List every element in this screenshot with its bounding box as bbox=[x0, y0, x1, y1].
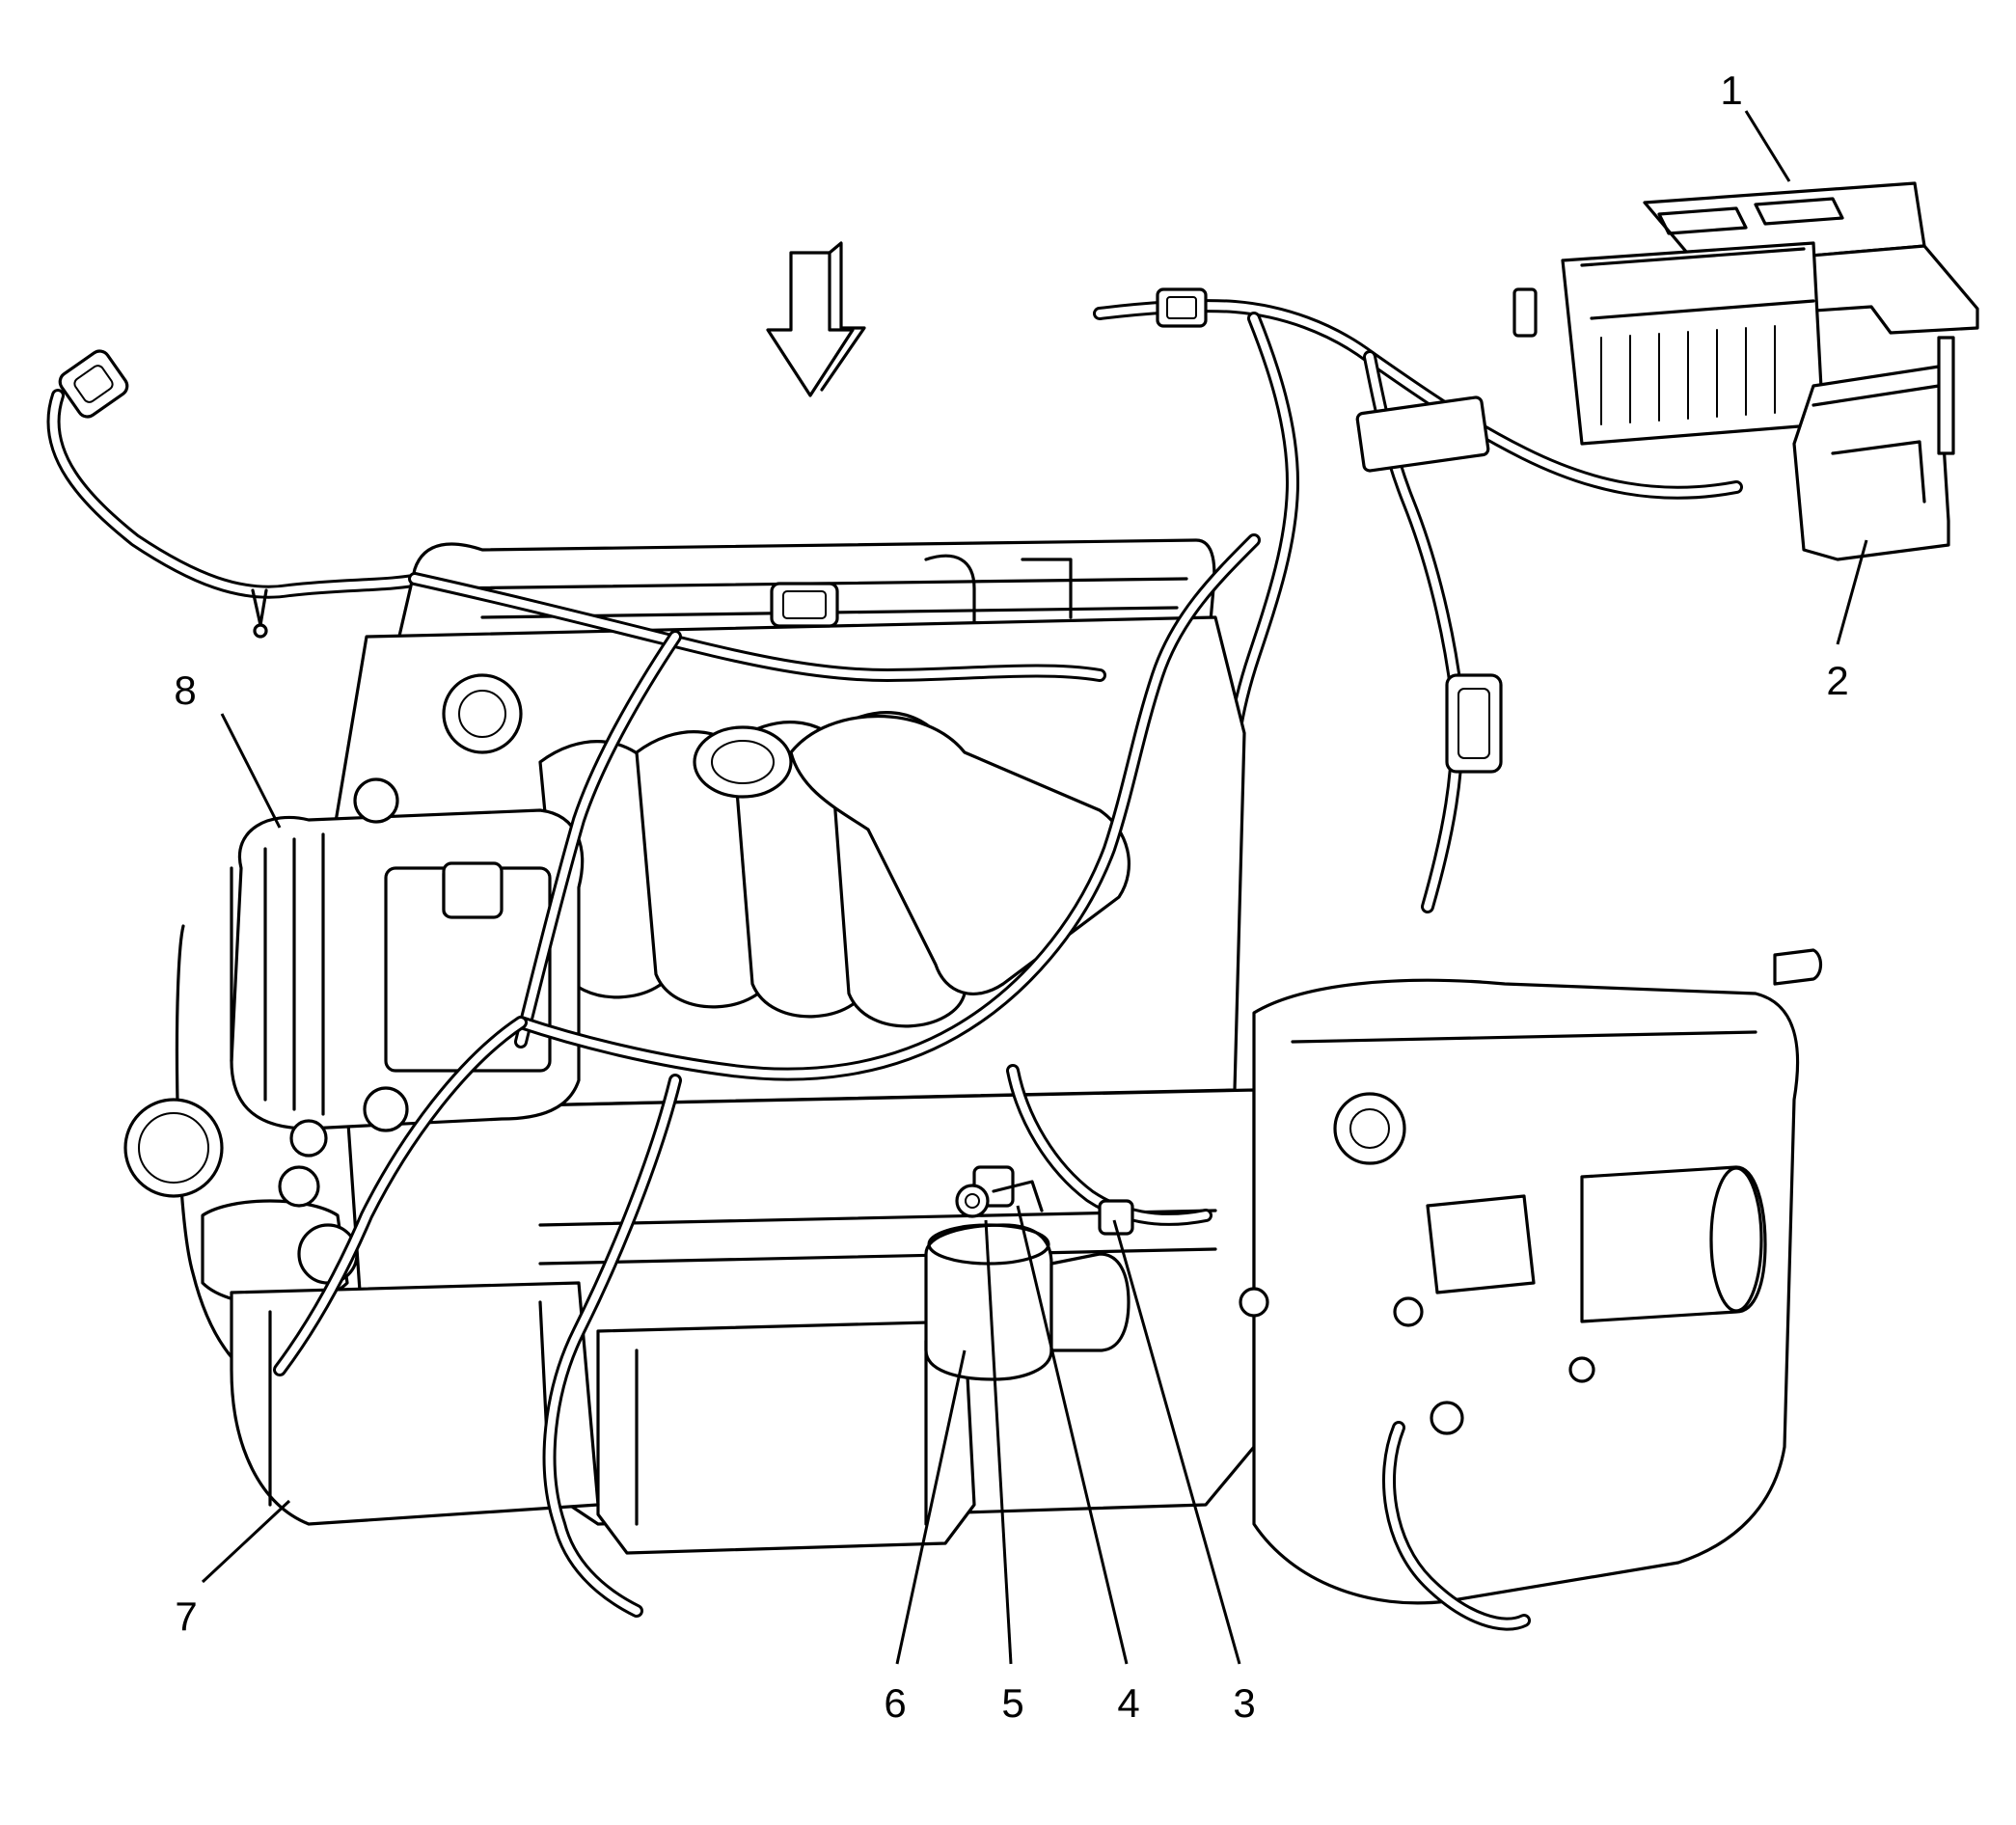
callout-3: 3 bbox=[1233, 1680, 1255, 1726]
leader-1 bbox=[1744, 110, 1791, 182]
callout-labels: 1 2 3 4 5 6 7 8 bbox=[174, 68, 1848, 1726]
starter-area bbox=[924, 1180, 1131, 1381]
accessory-drive bbox=[123, 924, 600, 1526]
leader-7 bbox=[201, 1499, 291, 1584]
leader-5 bbox=[984, 1219, 1013, 1665]
down-arrow-icon bbox=[766, 241, 866, 397]
leader-4 bbox=[1016, 1205, 1129, 1665]
callout-6: 6 bbox=[884, 1680, 906, 1726]
callout-5: 5 bbox=[1001, 1680, 1023, 1726]
leader-6 bbox=[895, 1349, 967, 1665]
callout-2: 2 bbox=[1826, 658, 1848, 703]
leader-3 bbox=[1112, 1219, 1241, 1665]
callout-7: 7 bbox=[175, 1593, 197, 1639]
leader-2 bbox=[1836, 539, 1868, 645]
leader-8 bbox=[220, 713, 282, 829]
generator bbox=[230, 777, 585, 1158]
control-module bbox=[1512, 181, 1979, 446]
transmission bbox=[1239, 948, 1823, 1631]
callout-leaders bbox=[201, 110, 1868, 1665]
left-harness-connector bbox=[46, 349, 431, 639]
callout-8: 8 bbox=[174, 667, 196, 713]
callout-4: 4 bbox=[1117, 1680, 1139, 1726]
engine-harness bbox=[273, 533, 1261, 1618]
module-bracket bbox=[1792, 336, 1955, 561]
callout-1: 1 bbox=[1720, 68, 1742, 113]
